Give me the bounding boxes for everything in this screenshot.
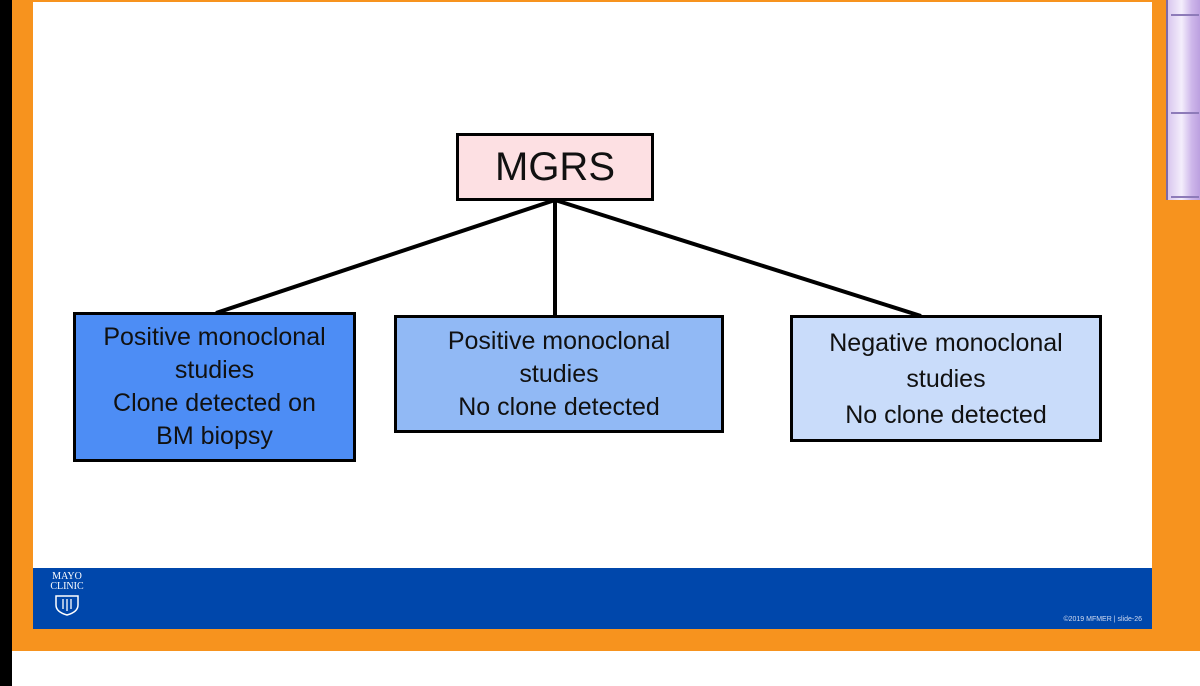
node-text-line: Positive monoclonal xyxy=(447,326,671,355)
node-text-line: BM biopsy xyxy=(156,422,273,450)
node-text-line: Positive monoclonal xyxy=(103,323,326,351)
node-text-line: No clone detected xyxy=(845,400,1047,429)
logo-text-mayo: MAYO xyxy=(52,571,82,582)
mayo-shield-icon xyxy=(55,595,79,616)
node-text-line: Negative monoclonal xyxy=(829,328,1063,357)
node-text-line: studies xyxy=(906,364,986,393)
connector-lines xyxy=(215,198,922,318)
slide: MGRS Positive monoclonal studies Clone d… xyxy=(33,2,1152,629)
connector-left xyxy=(215,198,556,315)
node-text-line: Clone detected on xyxy=(113,389,316,417)
root-node-label: MGRS xyxy=(495,144,615,189)
node-text-line: studies xyxy=(519,359,599,388)
logo-text-clinic: CLINIC xyxy=(50,581,84,592)
root-node-mgrs: MGRS xyxy=(456,133,654,201)
child-node-negative-no-clone: Negative monoclonal studies No clone det… xyxy=(790,315,1102,442)
mayo-clinic-logo: MAYO CLINIC xyxy=(45,572,89,616)
child-node-positive-clone-detected: Positive monoclonal studies Clone detect… xyxy=(73,312,356,462)
node-text-line: No clone detected xyxy=(458,392,660,421)
node-text-line: studies xyxy=(174,356,255,384)
footer-bar xyxy=(33,568,1152,629)
video-thumbnail[interactable] xyxy=(1166,0,1200,200)
connector-right xyxy=(554,198,922,318)
child-node-positive-no-clone: Positive monoclonal studies No clone det… xyxy=(394,315,724,433)
copyright-slide-number: ©2019 MFMER | slide-26 xyxy=(1063,616,1142,623)
left-frame-edge xyxy=(0,0,12,686)
bottom-margin xyxy=(12,651,1200,686)
